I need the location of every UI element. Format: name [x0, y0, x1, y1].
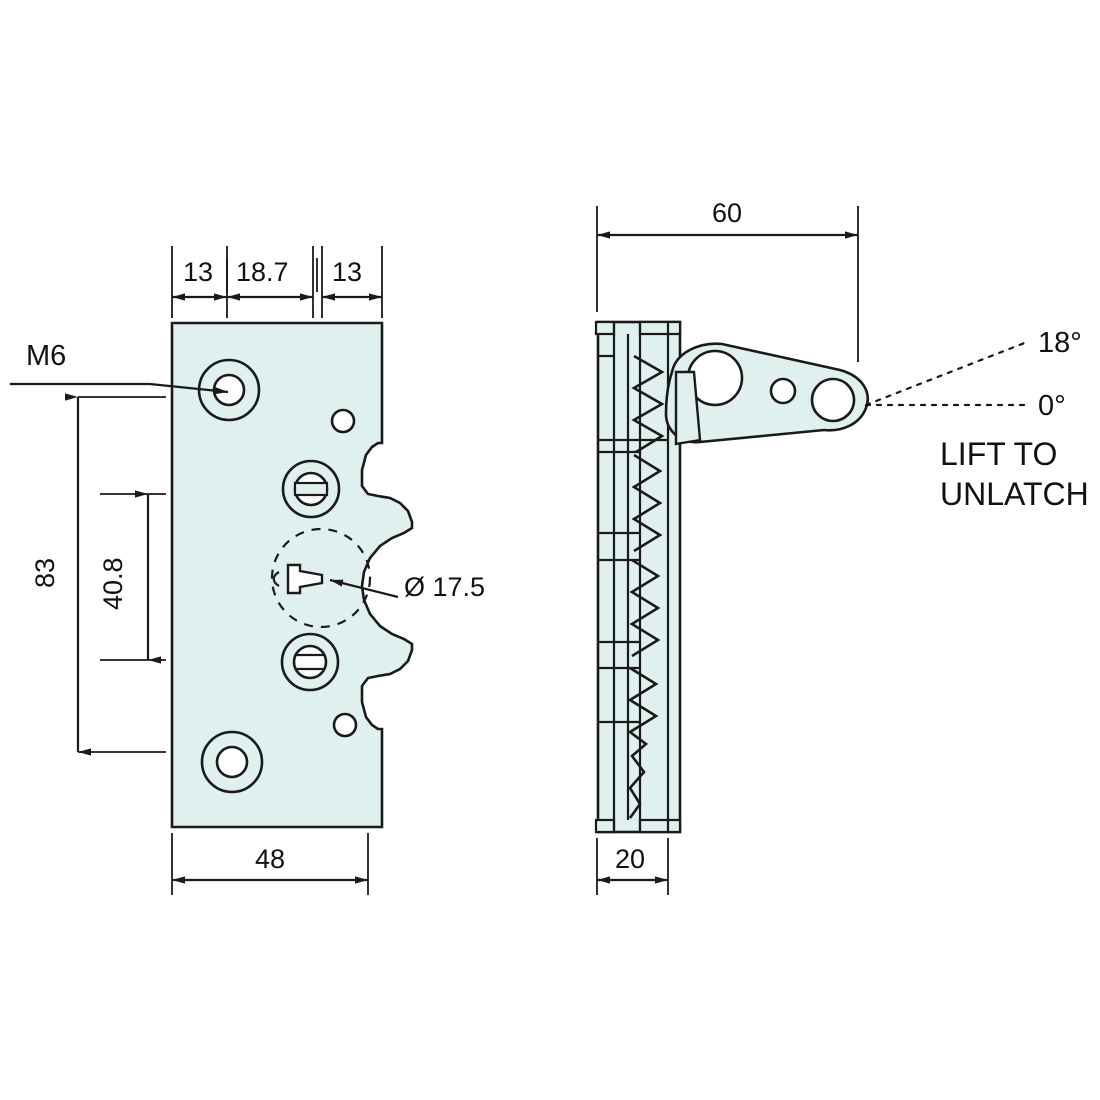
small-hole-bottom	[332, 712, 358, 738]
dim-13-right-text: 13	[332, 257, 362, 287]
left-dimension-83: 83	[30, 393, 166, 756]
bottom-dimension-20: 20	[596, 838, 669, 895]
dim-18-7-text: 18.7	[236, 257, 289, 287]
angle-leaders	[864, 340, 1029, 407]
top-dimension-60: 60	[596, 198, 859, 362]
screw-boss-lower	[280, 632, 340, 692]
screw-boss-upper	[281, 459, 341, 519]
instruction-line-1-text: LIFT TO	[940, 436, 1057, 472]
lever-arm	[664, 342, 869, 446]
callout-m6-text: M6	[26, 340, 66, 372]
dim-13-left-text: 13	[183, 257, 213, 287]
left-dimension-40-8: 40.8	[98, 490, 166, 664]
dim-60-text: 60	[712, 198, 742, 228]
spring-coils	[627, 354, 665, 819]
dim-20-text: 20	[615, 844, 645, 874]
detail-circle-17-5	[270, 527, 372, 629]
callout-diameter-17-5-text: Ø 17.5	[404, 572, 485, 602]
leader-m6	[10, 382, 229, 395]
dim-83-text: 83	[30, 558, 60, 588]
bottom-dimension-48: 48	[171, 833, 369, 895]
small-hole-top	[330, 408, 356, 434]
top-dimension-chain: 13 18.7 13	[171, 246, 383, 318]
leader-diameter-17-5	[329, 578, 399, 599]
angle-0-text: 0°	[1038, 390, 1066, 422]
instruction-line-2-text: UNLATCH	[940, 476, 1089, 512]
angle-18-text: 18°	[1038, 327, 1082, 359]
dim-48-text: 48	[255, 844, 285, 874]
hole-m6-bottom	[200, 730, 264, 794]
side-view: 18° 0° LIFT TO UNLATCH 60 20	[594, 198, 1089, 895]
center-pin	[272, 563, 324, 595]
front-view: Ø 17.5 M6 13 18.7 13	[10, 246, 485, 895]
dim-40-8-text: 40.8	[98, 557, 128, 610]
